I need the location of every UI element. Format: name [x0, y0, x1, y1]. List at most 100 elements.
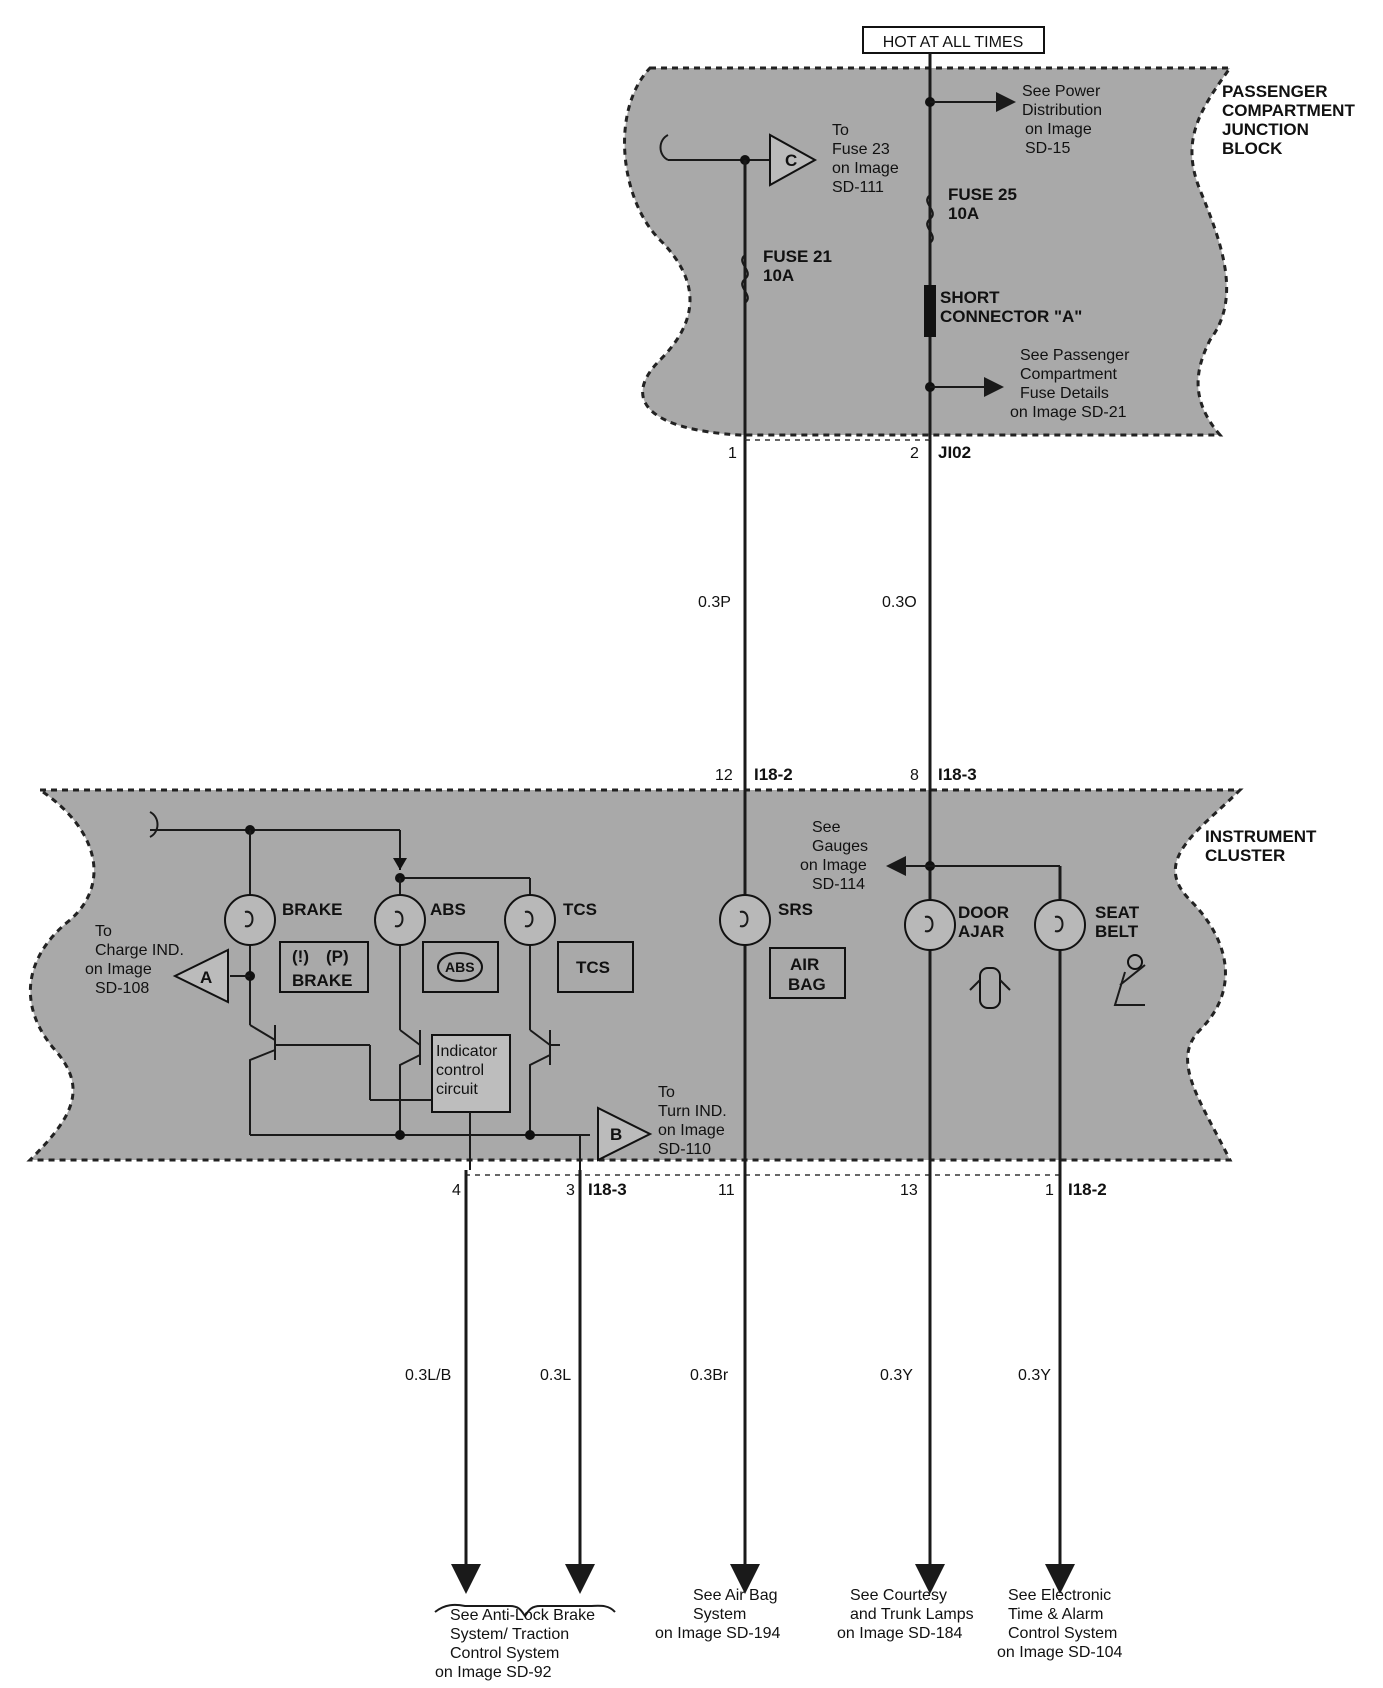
- cluster-conn-i18-3-top: I18-3: [938, 765, 977, 784]
- brake-panel-text: BRAKE: [292, 971, 352, 990]
- svg-text:BLOCK: BLOCK: [1222, 139, 1283, 158]
- svg-text:System/ Traction: System/ Traction: [450, 1626, 569, 1643]
- svg-text:See Power: See Power: [1022, 83, 1101, 100]
- abs-brace: [434, 1603, 616, 1618]
- airbag-panel-text-1: AIR: [790, 955, 819, 974]
- svg-text:Fuse Details: Fuse Details: [1020, 385, 1109, 402]
- svg-text:on Image SD-92: on Image SD-92: [435, 1664, 552, 1681]
- hot-at-all-times-label: HOT AT ALL TIMES: [883, 34, 1024, 51]
- wire-color-0-3y-2: 0.3Y: [1018, 1367, 1051, 1384]
- svg-text:Compartment: Compartment: [1020, 366, 1117, 383]
- srs-bulb-label: SRS: [778, 900, 813, 919]
- ji02-pin-2: 2: [910, 445, 919, 462]
- transistor-tcs: [529, 1029, 551, 1135]
- abs-bulb-label: ABS: [430, 900, 466, 919]
- see-power-distribution-note: See Power Distribution on Image SD-15: [1022, 83, 1102, 157]
- to-charge-ind-note: To Charge IND. on Image SD-108: [85, 923, 184, 997]
- svg-text:on Image SD-184: on Image SD-184: [837, 1625, 963, 1642]
- svg-text:on Image: on Image: [85, 961, 152, 978]
- svg-text:AJAR: AJAR: [958, 922, 1004, 941]
- svg-text:See: See: [812, 819, 841, 836]
- brake-bulb-label: BRAKE: [282, 900, 342, 919]
- see-gauges-note: See Gauges on Image SD-114: [800, 819, 868, 893]
- abs-bulb-icon: [374, 894, 426, 946]
- svg-text:10A: 10A: [763, 266, 794, 285]
- wire-color-0-3l: 0.3L: [540, 1367, 571, 1384]
- fuse-25-label: FUSE 25 10A: [948, 185, 1017, 223]
- instrument-cluster-name: INSTRUMENT CLUSTER: [1205, 827, 1317, 865]
- svg-text:DOOR: DOOR: [958, 903, 1009, 922]
- bottom-pin-1: 1: [1045, 1182, 1054, 1199]
- seat-belt-label: SEAT BELT: [1095, 903, 1140, 941]
- connector-a-label: A: [200, 968, 212, 987]
- svg-text:PASSENGER: PASSENGER: [1222, 82, 1328, 101]
- to-fuse-23-note: To Fuse 23 on Image SD-111: [832, 122, 899, 196]
- ji02-pin-1: 1: [728, 445, 737, 462]
- fuse-25-icon: [926, 194, 934, 244]
- instrument-cluster-shape: [26, 788, 1244, 1162]
- svg-text:SD-110: SD-110: [658, 1141, 711, 1158]
- svg-text:Gauges: Gauges: [812, 838, 868, 855]
- see-fuse-details-note: See Passenger Compartment Fuse Details o…: [1010, 347, 1130, 421]
- abs-symbol-icon: [437, 952, 483, 982]
- svg-text:JUNCTION: JUNCTION: [1222, 120, 1309, 139]
- fuse-21-icon: [741, 254, 749, 304]
- svg-text:See Courtesy: See Courtesy: [850, 1587, 947, 1604]
- seat-belt-person-icon: [1113, 954, 1146, 1006]
- svg-text:BELT: BELT: [1095, 922, 1139, 941]
- ji02-connector-label: JI02: [938, 443, 971, 462]
- svg-text:Control System: Control System: [1008, 1625, 1117, 1642]
- transistor-brake: [249, 1024, 276, 1135]
- dest-etacs-note: See Electronic Time & Alarm Control Syst…: [997, 1587, 1123, 1661]
- svg-text:Indicator: Indicator: [436, 1043, 498, 1060]
- abs-indicator-panel: [422, 941, 499, 993]
- bottom-conn-i18-2: I18-2: [1068, 1180, 1107, 1199]
- svg-text:SD-15: SD-15: [1025, 140, 1070, 157]
- tcs-bulb-icon: [504, 894, 556, 946]
- tcs-indicator-panel: [557, 941, 634, 993]
- svg-text:Turn IND.: Turn IND.: [658, 1103, 727, 1120]
- abs-symbol-text: ABS: [445, 959, 475, 975]
- svg-text:and Trunk Lamps: and Trunk Lamps: [850, 1606, 974, 1623]
- wire-color-0-3o: 0.3O: [882, 594, 917, 611]
- bottom-pin-13: 13: [900, 1182, 918, 1199]
- svg-text:on Image: on Image: [658, 1122, 725, 1139]
- airbag-panel-text-2: BAG: [788, 975, 826, 994]
- svg-text:FUSE 25: FUSE 25: [948, 185, 1017, 204]
- cluster-pin-12: 12: [715, 767, 733, 784]
- svg-text:System: System: [693, 1606, 746, 1623]
- connector-b-label: B: [610, 1125, 622, 1144]
- bottom-pin-11: 11: [718, 1182, 735, 1199]
- svg-text:SD-108: SD-108: [95, 980, 149, 997]
- svg-text:FUSE 21: FUSE 21: [763, 247, 832, 266]
- svg-text:on Image: on Image: [1025, 121, 1092, 138]
- svg-text:Distribution: Distribution: [1022, 102, 1102, 119]
- indicator-control-circuit-label: Indicator control circuit: [436, 1043, 498, 1098]
- junction-block-shape: [623, 66, 1233, 437]
- svg-text:on Image: on Image: [832, 160, 899, 177]
- dest-abs-note: See Anti-Lock Brake System/ Traction Con…: [435, 1607, 595, 1681]
- svg-text:SHORT: SHORT: [940, 288, 1000, 307]
- brake-bulb-icon: [224, 894, 276, 946]
- svg-text:circuit: circuit: [436, 1081, 478, 1098]
- svg-text:To: To: [832, 122, 849, 139]
- svg-text:on Image SD-194: on Image SD-194: [655, 1625, 781, 1642]
- svg-text:SD-114: SD-114: [812, 876, 865, 893]
- cluster-conn-i18-2-top: I18-2: [754, 765, 793, 784]
- tcs-bulb-label: TCS: [563, 900, 597, 919]
- door-ajar-label: DOOR AJAR: [958, 903, 1009, 941]
- short-connector-a-label: SHORT CONNECTOR "A": [940, 288, 1082, 326]
- svg-text:Time & Alarm: Time & Alarm: [1008, 1606, 1103, 1623]
- svg-text:See Anti-Lock Brake: See Anti-Lock Brake: [450, 1607, 595, 1624]
- svg-text:COMPARTMENT: COMPARTMENT: [1222, 101, 1355, 120]
- wire-color-0-3l-b: 0.3L/B: [405, 1367, 451, 1384]
- indicator-control-circuit: [431, 1034, 511, 1113]
- svg-text:on Image: on Image: [800, 857, 867, 874]
- bottom-pin-4: 4: [452, 1182, 461, 1199]
- svg-text:Fuse 23: Fuse 23: [832, 141, 890, 158]
- svg-text:SEAT: SEAT: [1095, 903, 1140, 922]
- brake-parking-icon: (P): [326, 947, 349, 966]
- airbag-indicator-panel: [769, 947, 846, 999]
- wire-color-0-3p: 0.3P: [698, 594, 731, 611]
